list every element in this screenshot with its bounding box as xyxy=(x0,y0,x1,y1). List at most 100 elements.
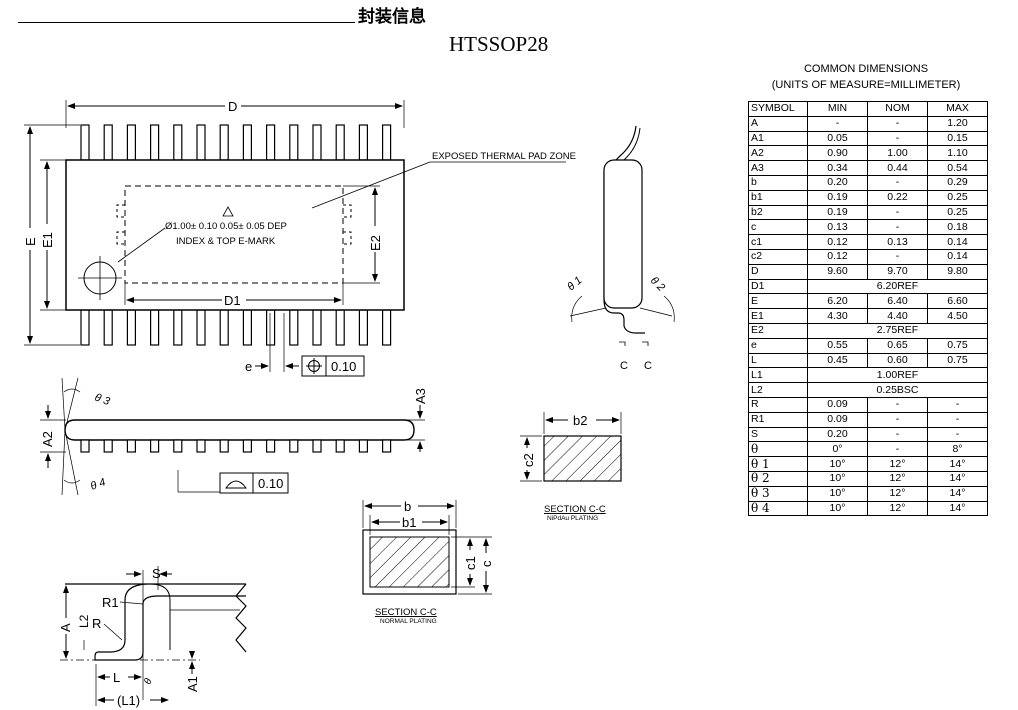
c1-label: c1 xyxy=(463,556,478,570)
side-lead xyxy=(242,439,252,453)
top-view-pins-upper xyxy=(80,124,392,161)
pin-upper xyxy=(126,124,137,161)
pin-upper xyxy=(103,124,113,161)
c2-label: c2 xyxy=(521,453,536,467)
dims-cell: 0.15 xyxy=(927,130,988,147)
dims-cell: A1 xyxy=(748,130,808,147)
dims-cell: 10° xyxy=(807,500,868,517)
pin-lower xyxy=(126,309,137,346)
theta4-line-b xyxy=(64,429,79,496)
dims-cell: 0.25BSC xyxy=(807,382,988,398)
dims-cell: 0.19 xyxy=(807,189,868,206)
r-label: R xyxy=(92,616,101,631)
pin-upper xyxy=(173,124,183,161)
pin-lower xyxy=(242,309,252,346)
position-tolerance-frame xyxy=(301,355,365,377)
e1-label: E1 xyxy=(40,232,55,248)
dims-header-symbol: SYMBOL xyxy=(748,101,808,117)
pin-lower xyxy=(103,309,113,346)
s-label: S xyxy=(152,566,161,581)
lead-body-curve xyxy=(149,583,171,650)
pin-lower xyxy=(219,309,229,346)
pin-lower xyxy=(289,309,299,346)
r-leader xyxy=(103,623,123,641)
l-label: L xyxy=(113,670,120,685)
theta3-label: θ 3 xyxy=(93,392,112,409)
pin-upper xyxy=(382,124,392,161)
dims-cell: 1.00REF xyxy=(807,367,988,384)
end-view-lead-left xyxy=(603,125,645,334)
r1-label: R1 xyxy=(102,595,119,610)
tol-value: 0.10 xyxy=(331,359,356,374)
b1-label: b1 xyxy=(402,515,416,530)
end-view-lead-top xyxy=(613,127,641,171)
d-label: D xyxy=(228,99,237,114)
exposed-pad-leader xyxy=(311,161,431,209)
c-right-label: C xyxy=(644,360,652,372)
section-header: 封装信息 xyxy=(18,2,438,27)
side-lead xyxy=(126,439,137,453)
pin-lower xyxy=(312,309,322,346)
pin-upper xyxy=(80,124,90,161)
side-lead xyxy=(358,439,368,453)
dims-cell: 0.54 xyxy=(927,160,988,176)
pin-lower xyxy=(382,309,392,346)
c-left-label: C xyxy=(620,360,628,372)
side-lead xyxy=(196,439,206,453)
b2-label: b2 xyxy=(573,413,587,428)
pin-lower xyxy=(196,309,206,346)
index-note-2: INDEX & TOP E-MARK xyxy=(176,236,276,247)
package-body-top-view xyxy=(65,159,405,311)
a3-label: A3 xyxy=(413,388,428,404)
sec-cc-normal-title: SECTION C-C xyxy=(375,607,437,618)
end-view-angle-lines xyxy=(569,307,673,317)
dims-cell: 0.45 xyxy=(807,352,868,369)
theta-label: θ xyxy=(142,677,154,686)
dims-cell: 0.13 xyxy=(807,219,868,236)
e2-label: E2 xyxy=(368,235,383,251)
dims-cell: E1 xyxy=(748,308,808,324)
side-lead xyxy=(312,439,322,453)
pin-lower xyxy=(335,309,345,346)
theta3-line-b xyxy=(64,377,79,431)
e-label: E xyxy=(23,237,38,246)
section-cut-marks xyxy=(619,341,649,346)
pin-lower xyxy=(358,309,368,346)
theta1-label: θ 1 xyxy=(565,274,584,293)
pin-upper xyxy=(312,124,322,161)
flat-value: 0.10 xyxy=(258,476,283,491)
a-label: A xyxy=(58,623,73,632)
side-lead xyxy=(266,439,276,453)
dims-cell: 2.75REF xyxy=(807,322,988,339)
side-lead xyxy=(289,439,299,453)
dims-cell: 4.40 xyxy=(867,308,928,324)
profile-tolerance-icon xyxy=(225,480,247,489)
top-view-pins-lower xyxy=(80,309,392,346)
theta4-line-a xyxy=(61,429,66,496)
dims-cell: 12° xyxy=(867,485,928,502)
theta3-line-a xyxy=(61,377,66,431)
package-name: HTSSOP28 xyxy=(449,32,549,56)
dims-title-line2: (UNITS OF MEASURE=MILLIMETER) xyxy=(771,79,961,91)
end-view-body xyxy=(603,159,643,309)
section-normal-inner xyxy=(369,536,450,588)
exposed-pad-label: EXPOSED THERMAL PAD ZONE xyxy=(432,151,576,162)
dims-cell: R1 xyxy=(748,411,808,428)
side-lead xyxy=(335,439,345,453)
pin-upper xyxy=(219,124,229,161)
index-leader xyxy=(117,227,166,263)
end-view-angle-arcs xyxy=(571,295,675,323)
normal-plating-label: NORMAL PLATING xyxy=(380,618,437,625)
e-pitch-label: e xyxy=(245,359,252,374)
a2-label: A2 xyxy=(40,431,55,447)
pin-lower xyxy=(173,309,183,346)
